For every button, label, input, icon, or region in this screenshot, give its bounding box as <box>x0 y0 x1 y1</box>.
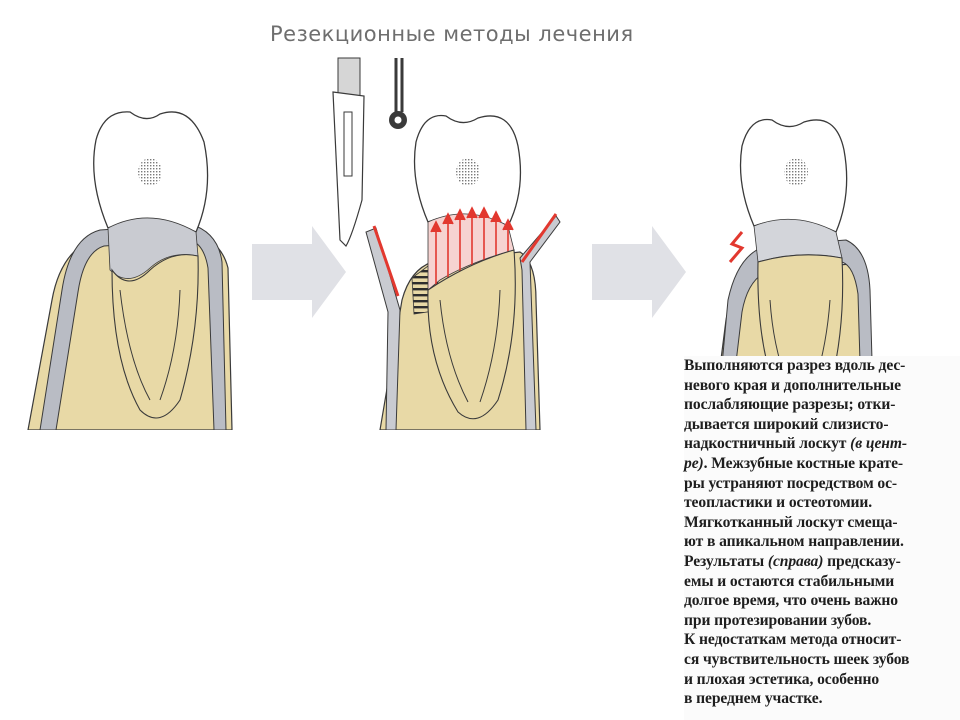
description-line: ся чувствительность шеек зубов <box>684 651 909 669</box>
description-fragment: Мягкотканный лоскут смеща- <box>684 513 898 531</box>
center-arrows-up <box>430 206 514 286</box>
description-line: надкостничный лоскут (в цент- <box>684 435 907 453</box>
description-line: Выполняются разрез вдоль дес- <box>684 357 905 375</box>
center-pulp-spot <box>456 158 480 186</box>
figure-panel: Резекционные методы лечения <box>27 22 875 430</box>
description-line: емы и остаются стабильными <box>684 573 894 591</box>
description-line: послабляющие разрезы; отки- <box>684 396 895 414</box>
description-line: теопластики и остеотомии. <box>684 494 872 512</box>
description-fragment: теопластики и остеотомии. <box>684 494 873 512</box>
description-fragment: предсказу- <box>823 553 901 570</box>
description-fragment: (справа) <box>767 553 824 570</box>
elevator-instrument-icon <box>389 58 407 129</box>
description-line: в переднем участке. <box>684 690 823 708</box>
description-line: ют в апикальном направлении. <box>684 533 904 551</box>
description-line: и плохая эстетика, особенно <box>684 671 879 689</box>
description-fragment: дывается широкий слизисто- <box>684 415 889 433</box>
sensitivity-zigzag-icon <box>728 231 745 263</box>
description-fragment: ре) <box>684 455 704 472</box>
center-root <box>427 249 516 420</box>
periodontal-surgery-illustration <box>27 57 875 430</box>
description-fragment: Результаты <box>684 553 768 570</box>
description-line: Мягкотканный лоскут смеща- <box>684 513 898 532</box>
description-fragment: в переднем участке. <box>684 690 823 708</box>
description-line: ре). Межзубные костные крате- <box>684 455 903 473</box>
left-gum-band <box>39 223 227 430</box>
description-line: при протезировании зубов. <box>684 612 871 630</box>
description-fragment: . Межзубные костные крате- <box>703 455 904 472</box>
description-fragment: ры устраняют посредством ос- <box>684 474 897 492</box>
right-tooth-panel <box>711 118 875 430</box>
description-fragment: К недостаткам метода относит- <box>684 631 902 649</box>
description-fragment: послабляющие разрезы; отки- <box>684 396 896 414</box>
left-pulp-spot <box>138 158 162 186</box>
center-root-canal <box>439 289 501 403</box>
description-fragment: долгое время, что очень важно <box>684 592 898 610</box>
right-pulp-spot <box>784 158 808 186</box>
arrow-right-1 <box>252 226 346 318</box>
description-fragment: при протезировании зубов. <box>684 611 872 629</box>
slide-title: Резекционные методы лечения <box>270 22 634 46</box>
description-fragment: Выполняются разрез вдоль дес- <box>684 357 906 374</box>
description-line: долгое время, что очень важно <box>684 592 898 610</box>
left-tooth-panel <box>27 111 233 430</box>
description-fragment: ся чувствительность шеек зубов <box>684 651 910 668</box>
scalpel-icon <box>332 57 365 247</box>
description-line: невого края и дополнительные <box>684 377 901 395</box>
description-fragment: ют в апикальном направлении. <box>684 533 904 551</box>
arrow-right-2 <box>592 226 686 318</box>
description-fragment: надкостничный лоскут <box>684 435 851 453</box>
description-fragment: емы и остаются стабильными <box>684 572 895 590</box>
description-text: Выполняются разрез вдоль дес-невого края… <box>684 356 960 720</box>
incision-left <box>372 225 400 297</box>
center-tooth-panel <box>365 114 561 430</box>
description-line: ры устраняют посредством ос- <box>684 475 897 493</box>
description-line: дывается широкий слизисто- <box>684 415 889 434</box>
description-line: Результаты (справа) предсказу- <box>684 553 901 571</box>
center-flap-right <box>519 215 561 430</box>
incision-right <box>520 213 558 263</box>
description-fragment: невого края и дополнительные <box>684 376 901 394</box>
center-flap-left <box>365 227 401 430</box>
description-fragment: и плохая эстетика, особенно <box>684 670 880 688</box>
description-fragment: (в цент- <box>850 435 907 453</box>
right-gum-band <box>715 239 875 430</box>
left-root-canal <box>119 289 181 401</box>
description-line: К недостаткам метода относит- <box>684 631 901 649</box>
left-root <box>111 254 199 419</box>
